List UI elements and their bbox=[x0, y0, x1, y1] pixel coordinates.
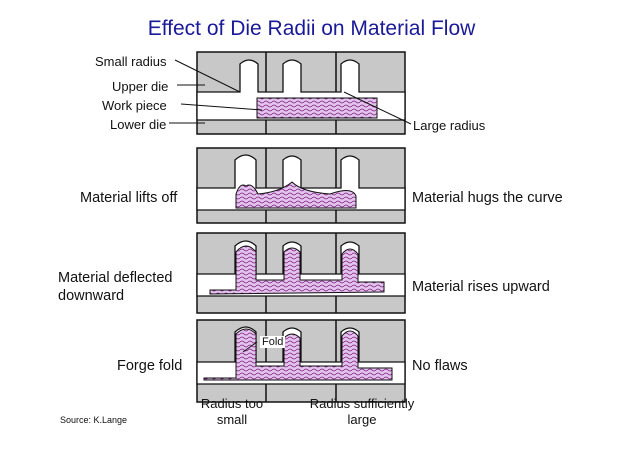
row3-left-label: Forge fold bbox=[117, 358, 183, 374]
label-large-radius: Large radius bbox=[413, 118, 486, 133]
row1-right-label: Material hugs the curve bbox=[412, 190, 563, 206]
label-work-piece: Work piece bbox=[102, 98, 167, 113]
diagram-title: Effect of Die Radii on Material Flow bbox=[147, 17, 476, 40]
leader-lines bbox=[169, 59, 412, 353]
label-small-radius: Small radius bbox=[95, 54, 167, 69]
fold-label: Fold bbox=[260, 336, 286, 348]
source-note: Source: K.Lange bbox=[60, 415, 128, 425]
row2-left-label: Material deflected downward bbox=[58, 270, 173, 304]
row1-left-label: Material lifts off bbox=[80, 190, 178, 206]
label-upper-die: Upper die bbox=[112, 79, 169, 94]
row2-right-label: Material rises upward bbox=[412, 279, 550, 295]
caption-radius-sufficiently-large: Radius sufficiently large bbox=[309, 396, 415, 427]
label-lower-die: Lower die bbox=[110, 117, 167, 132]
panel-row-initial bbox=[196, 51, 406, 135]
panel-row-2 bbox=[196, 232, 406, 314]
caption-radius-too-small: Radius too small bbox=[200, 396, 264, 427]
panel-row-3 bbox=[196, 319, 406, 403]
panel-row-1 bbox=[196, 147, 406, 224]
row3-right-label: No flaws bbox=[412, 358, 468, 374]
